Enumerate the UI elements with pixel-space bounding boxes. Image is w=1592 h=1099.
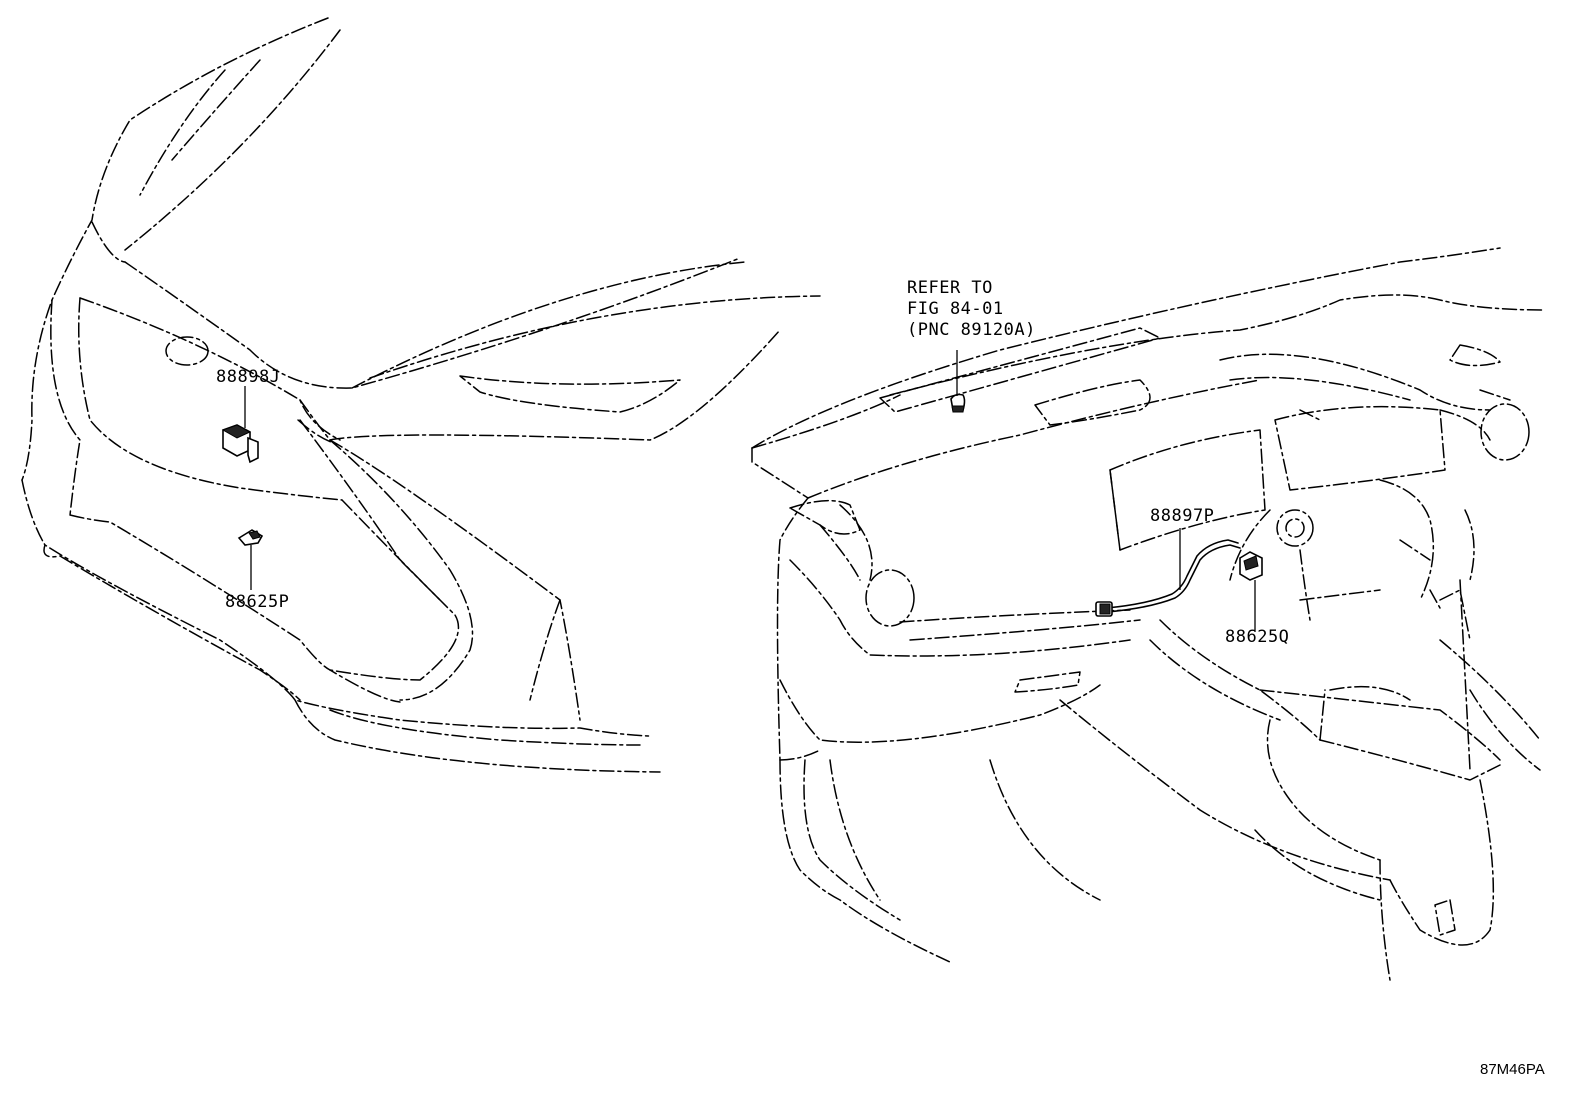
diagram-code: 87M46PA — [1480, 1061, 1545, 1078]
harness-88897p — [1095, 528, 1241, 617]
clip-88625q — [1239, 551, 1263, 632]
label-88898j: 88898J — [216, 367, 281, 387]
clip-88625p — [237, 529, 264, 590]
dashboard-view — [751, 247, 1546, 981]
label-refer-line3: (PNC 89120A) — [907, 320, 1036, 340]
label-refer-line2: FIG 84-01 — [907, 299, 1004, 319]
front-bumper-view — [21, 17, 821, 773]
label-refer-line1: REFER TO — [907, 278, 993, 298]
sensor-88898j — [221, 386, 259, 464]
label-88897p: 88897P — [1150, 506, 1215, 526]
label-88625p: 88625P — [225, 592, 290, 612]
label-88625q: 88625Q — [1225, 627, 1290, 647]
part-89120a — [950, 350, 966, 413]
